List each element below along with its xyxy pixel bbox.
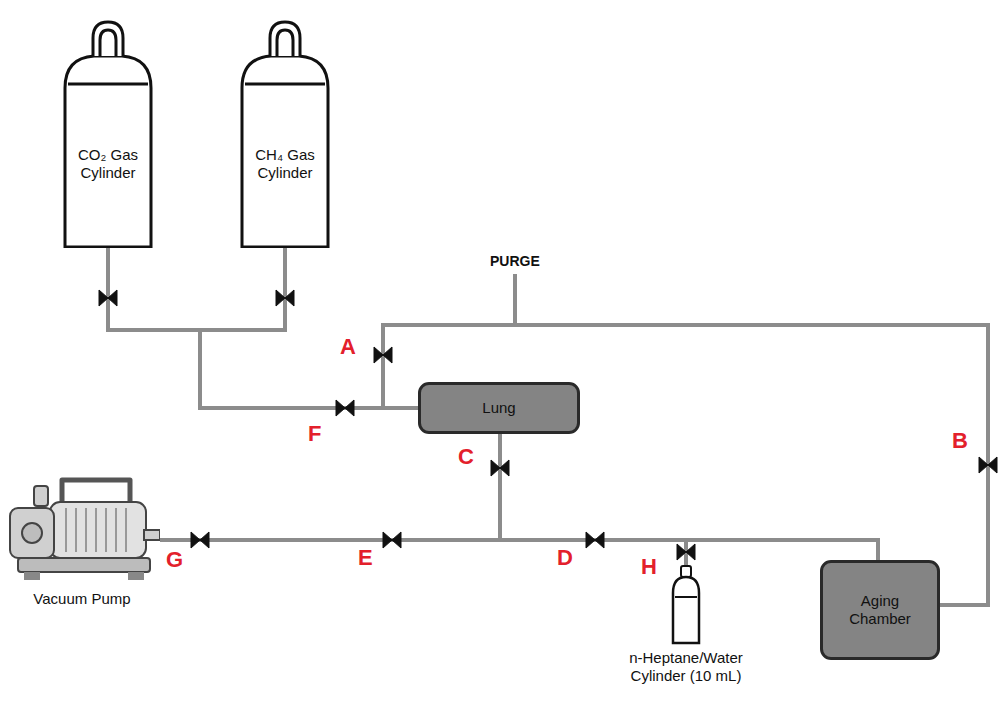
node-label: CH₄ Gas Cylinder	[245, 146, 325, 182]
valve-letter: G	[166, 547, 183, 572]
valve-symbol	[336, 400, 354, 416]
vacuum-pump: Vacuum Pump	[4, 468, 160, 618]
valve-symbol	[383, 532, 401, 548]
gas-cylinder-outline	[239, 18, 331, 248]
purge-stub	[513, 274, 517, 325]
liquid-cylinder-outline	[606, 565, 766, 645]
valve-symbol	[191, 532, 209, 548]
pipe-line	[160, 434, 500, 540]
valve-symbol	[491, 460, 509, 476]
valve-symbol	[99, 290, 117, 306]
valve-letter: D	[557, 545, 573, 570]
valve-letter: E	[358, 545, 373, 570]
gas-cylinder: CH₄ Gas Cylinder	[239, 18, 331, 248]
node-label: Lung	[482, 399, 515, 417]
vent-label: PURGE	[490, 253, 540, 269]
valve-letter: C	[458, 444, 474, 469]
node-label: Aging Chamber	[835, 592, 925, 628]
vacuum-pump-outline	[4, 468, 160, 584]
node-label: CO₂ Gas Cylinder	[68, 146, 148, 182]
valve-symbol	[276, 290, 294, 306]
node-label: n-Heptane/Water Cylinder (10 mL)	[608, 649, 764, 685]
pipe-line	[200, 248, 418, 408]
valve-symbol	[979, 457, 997, 473]
pipe-line	[108, 248, 418, 408]
aging-chamber: Aging Chamber	[820, 560, 940, 660]
valve-letter: H	[641, 554, 657, 579]
pipe-line	[160, 540, 878, 560]
lung-vessel: Lung	[418, 382, 580, 434]
node-label: Vacuum Pump	[4, 590, 160, 608]
liquid-cylinder: n-Heptane/Water Cylinder (10 mL)	[606, 565, 766, 705]
valve-symbol	[586, 532, 604, 548]
valve-symbol	[677, 544, 695, 560]
valve-letter: B	[952, 428, 968, 453]
valve-letter: A	[340, 334, 356, 359]
gas-cylinder-outline	[62, 18, 154, 248]
gas-cylinder: CO₂ Gas Cylinder	[62, 18, 154, 248]
valve-letter: F	[308, 421, 321, 446]
valve-symbol	[374, 347, 392, 363]
